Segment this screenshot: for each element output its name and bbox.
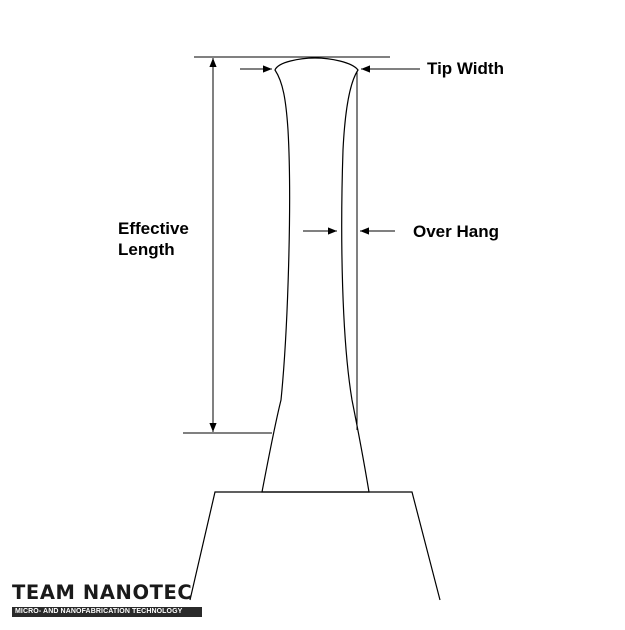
effective-length-label-line2: Length — [118, 240, 175, 259]
effective-length-label-line1: Effective — [118, 219, 189, 238]
over-hang-label: Over Hang — [413, 222, 499, 241]
logo-subtitle: MICRO- AND NANOFABRICATION TECHNOLOGY — [12, 607, 202, 617]
effective-length-label: Effective Length — [118, 218, 189, 260]
tip-outline — [261, 57, 370, 493]
logo-title: TEAM NANOTEC — [12, 581, 193, 604]
team-nanotec-logo: TEAM NANOTEC MICRO- AND NANOFABRICATION … — [12, 582, 202, 617]
tip-width-label: Tip Width — [427, 59, 504, 78]
base-pyramid — [189, 491, 441, 601]
